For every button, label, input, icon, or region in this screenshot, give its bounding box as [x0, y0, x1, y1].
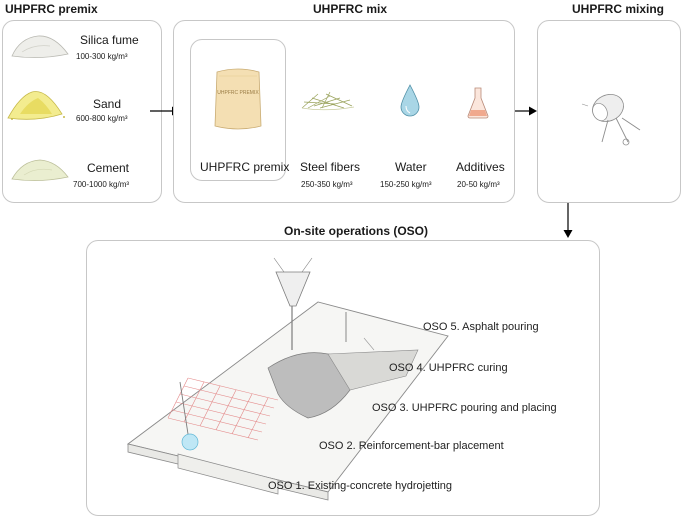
mix-item-qty: 20-50 kg/m³: [457, 180, 500, 189]
cement-pile-icon: [11, 159, 69, 181]
premix-bag-icon: UHPFRC PREMIX: [214, 68, 262, 130]
sand-pile-icon: [7, 91, 65, 120]
silica-fume-pile-icon: [11, 35, 69, 58]
premix-item-qty: 700-1000 kg/m³: [73, 180, 130, 189]
water-drop-icon: [400, 84, 420, 117]
oso-step: OSO 5. Asphalt pouring: [423, 321, 539, 333]
steel-fibers-icon: [301, 91, 355, 111]
premix-item-label: Sand: [93, 97, 122, 111]
premix-item-qty: 600-800 kg/m³: [76, 114, 128, 123]
premix-item-label: Cement: [87, 161, 130, 175]
mix-title: UHPFRC mix: [313, 2, 388, 16]
mix-item-label: Water: [395, 160, 427, 174]
bridge-deck-illustration: [126, 257, 449, 501]
oso-step: OSO 1. Existing-concrete hydrojetting: [268, 480, 453, 492]
oso-step: OSO 3. UHPFRC pouring and placing: [372, 402, 557, 414]
mix-item-label: Steel fibers: [300, 160, 361, 174]
arrow-mix-to-mixing: [515, 106, 537, 116]
concrete-mixer-icon: [581, 94, 641, 146]
mix-item-qty: 150-250 kg/m³: [380, 180, 432, 189]
oso-step: OSO 2. Reinforcement-bar placement: [319, 440, 504, 452]
mix-item-qty: 250-350 kg/m³: [301, 180, 353, 189]
arrow-mixing-to-oso: [563, 203, 573, 238]
additives-flask-icon: [467, 87, 489, 119]
mix-item-label: Additives: [456, 160, 505, 174]
premix-title: UHPFRC premix: [5, 2, 98, 16]
premix-item-label: Silica fume: [80, 33, 139, 47]
oso-step: OSO 4. UHPFRC curing: [389, 362, 508, 374]
mixing-title: UHPFRC mixing: [572, 2, 665, 16]
oso-title: On-site operations (OSO): [284, 224, 429, 238]
premix-item-qty: 100-300 kg/m³: [76, 52, 128, 61]
mix-item-label: UHPFRC premix: [200, 160, 290, 174]
premix-bag-label: UHPFRC PREMIX: [217, 90, 259, 96]
